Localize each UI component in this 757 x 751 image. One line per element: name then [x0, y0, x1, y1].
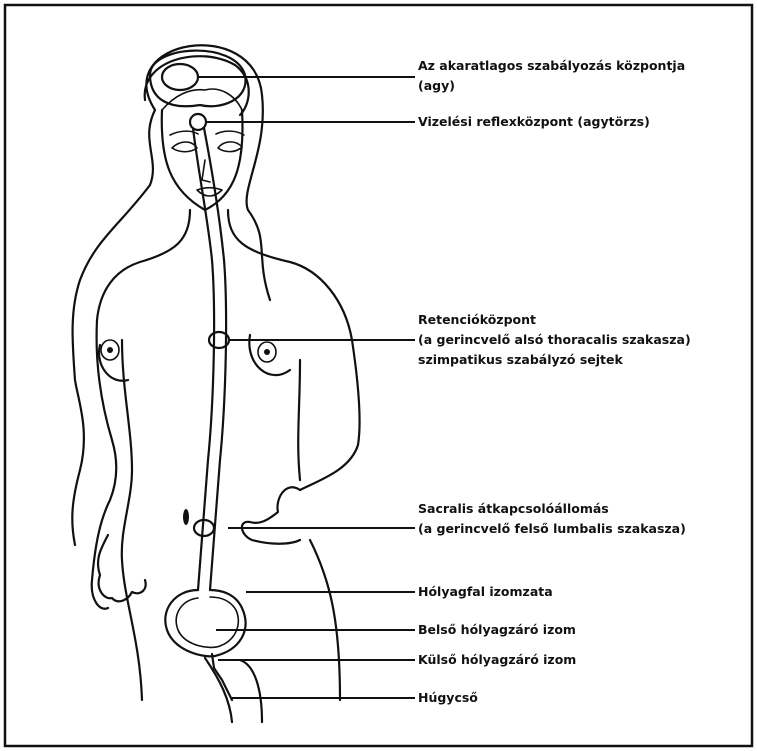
female-figure — [72, 45, 359, 722]
left-eye — [172, 142, 197, 152]
navel — [183, 509, 189, 525]
hair-fringe — [162, 89, 242, 110]
left-nipple-dot — [107, 347, 113, 353]
voluntary-center-node — [162, 64, 198, 90]
label-brain-center-2: (agy) — [418, 78, 455, 93]
mouth — [197, 188, 222, 196]
label-inner-sphincter: Belső hólyagzáró izom — [418, 622, 576, 637]
label-outer-sphincter: Külső hólyagzáró izom — [418, 652, 576, 667]
nose — [202, 160, 210, 182]
label-retention-2: (a gerincvelő alsó thoracalis szakasza) — [418, 332, 691, 347]
right-eye — [218, 142, 242, 152]
right-nipple-dot — [264, 349, 270, 355]
torso-right — [298, 360, 340, 700]
torso-left — [122, 340, 142, 700]
bladder-inner — [176, 597, 238, 647]
label-retention-3: szimpatikus szabályzó sejtek — [418, 352, 624, 367]
label-retention-1: Retencióközpont — [418, 312, 536, 327]
label-reflex-center: Vizelési reflexközpont (agytörzs) — [418, 114, 650, 129]
right-shoulder-arm — [228, 210, 360, 490]
label-urethra: Húgycső — [418, 690, 478, 705]
right-breast — [249, 335, 290, 375]
labels: Az akaratlagos szabályozás központja (ag… — [418, 58, 691, 705]
label-sacral-1: Sacralis átkapcsolóállomás — [418, 501, 609, 516]
label-sacral-2: (a gerincvelő felső lumbalis szakasza) — [418, 521, 686, 536]
label-bladder-wall: Hólyagfal izomzata — [418, 584, 553, 599]
leader-lines — [198, 77, 415, 698]
left-shoulder-arm — [92, 210, 190, 609]
brows — [170, 131, 244, 135]
right-hand — [242, 487, 300, 543]
label-brain-center-1: Az akaratlagos szabályozás központja — [418, 58, 685, 73]
